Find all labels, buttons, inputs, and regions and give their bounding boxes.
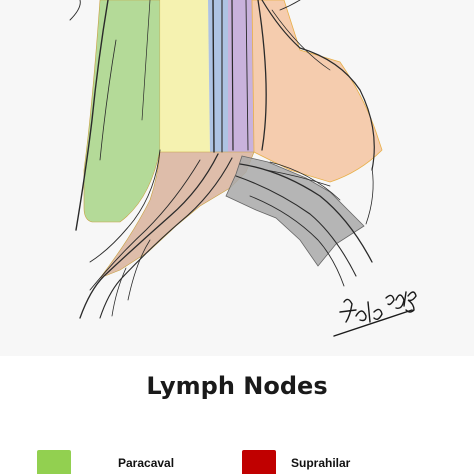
legend-swatch-paracaval xyxy=(37,450,71,474)
legend-swatch-suprahilar xyxy=(242,450,276,474)
sketch-lines xyxy=(69,0,375,319)
legend-label-suprahilar: Suprahilar xyxy=(291,456,351,470)
gray-region xyxy=(225,155,365,267)
orange-region xyxy=(251,0,383,183)
legend-label-paracaval: Paracaval xyxy=(118,456,175,470)
legend-title: Lymph Nodes xyxy=(146,372,328,400)
artist-signature xyxy=(333,291,417,337)
anatomical-illustration xyxy=(69,0,417,337)
blue-region xyxy=(208,0,228,152)
yellow-region xyxy=(160,0,210,152)
paracaval-region xyxy=(83,0,161,223)
